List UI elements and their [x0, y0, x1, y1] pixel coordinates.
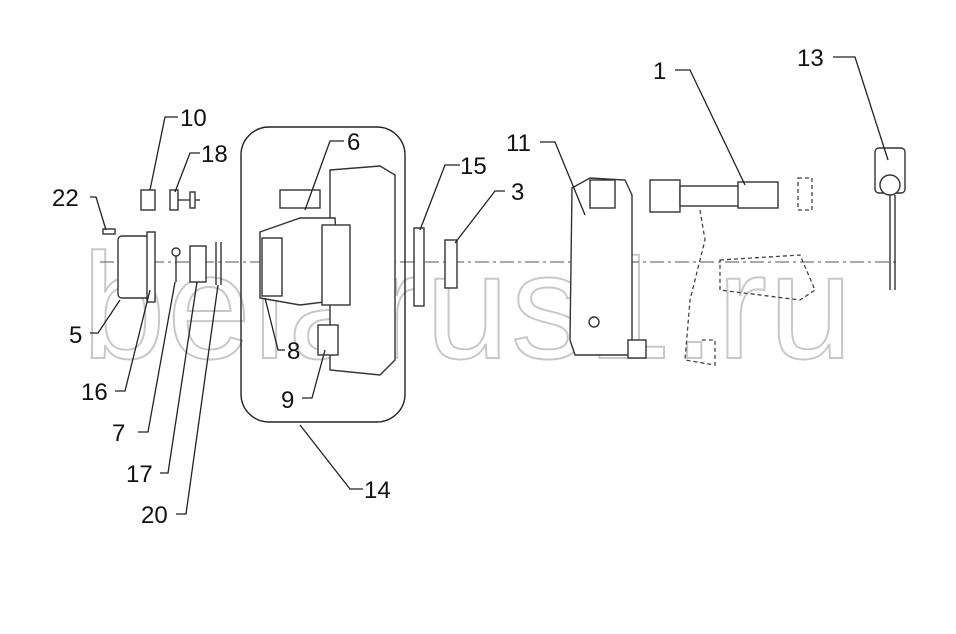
- part-13-lever: [874, 147, 906, 290]
- callout-15: 15: [460, 153, 487, 180]
- callout-11: 11: [506, 130, 531, 157]
- callout-17: 17: [126, 461, 153, 488]
- callout-18: 18: [201, 141, 228, 168]
- leader-lines: [90, 56, 889, 515]
- callout-14: 14: [364, 477, 391, 504]
- part-1-shaft: [649, 177, 816, 366]
- part-18-washer: [169, 189, 200, 211]
- callout-7: 7: [112, 420, 125, 447]
- watermark: belarus1.ru: [82, 222, 854, 390]
- callout-3: 3: [511, 179, 524, 206]
- callout-10: 10: [180, 105, 207, 132]
- callout-16: 16: [81, 379, 108, 406]
- part-10-nut: [140, 189, 156, 211]
- callout-5: 5: [69, 322, 82, 349]
- assembly-14-frame: [240, 126, 406, 423]
- part-15-seal: [413, 227, 425, 307]
- callout-22: 22: [52, 185, 79, 212]
- part-hub-housing: [259, 165, 396, 376]
- callout-9: 9: [281, 387, 294, 414]
- callout-8: 8: [287, 338, 300, 365]
- callout-20: 20: [141, 502, 168, 529]
- part-11-block: [569, 177, 647, 359]
- part-22-screw: [102, 228, 116, 235]
- callout-13: 13: [797, 45, 824, 72]
- callout-6: 6: [347, 129, 360, 156]
- part-20-pin: [215, 242, 222, 285]
- part-7-bolt: [171, 247, 181, 282]
- part-17-nut: [189, 245, 207, 283]
- callout-1: 1: [653, 58, 666, 85]
- part-3-ring: [444, 239, 458, 289]
- part-5-cap: [117, 231, 156, 303]
